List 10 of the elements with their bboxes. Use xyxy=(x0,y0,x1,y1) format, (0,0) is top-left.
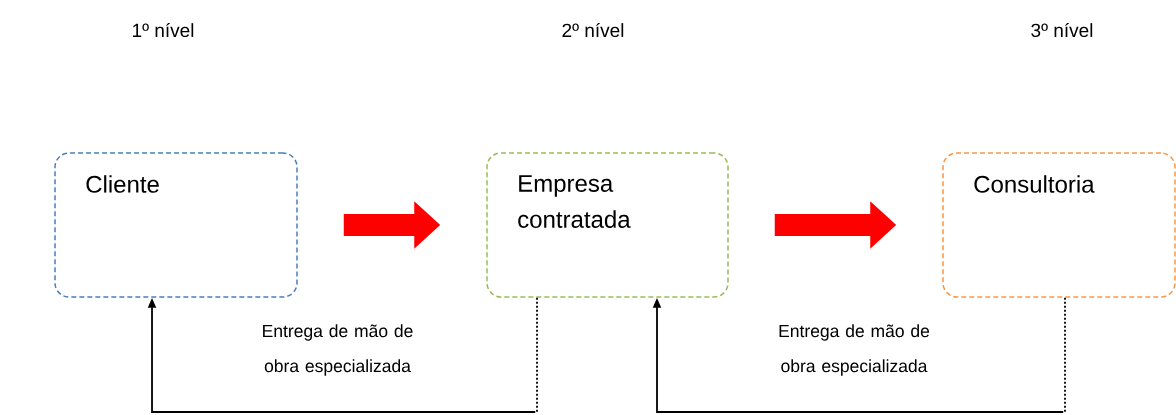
process-box: Empresa contratada xyxy=(486,152,729,298)
process-box: Cliente xyxy=(54,152,298,298)
process-box: Consultoria xyxy=(942,152,1176,298)
level-label: 1º nível xyxy=(133,22,194,38)
edge-label: Entrega de mão de obra especializada xyxy=(779,324,930,376)
arrow xyxy=(652,296,1066,413)
edge-label: Entrega de mão de obra especializada xyxy=(263,324,413,376)
level-label: 2º nível xyxy=(562,22,624,38)
arrow xyxy=(147,296,538,413)
level-label: 3º nível xyxy=(1031,22,1093,38)
